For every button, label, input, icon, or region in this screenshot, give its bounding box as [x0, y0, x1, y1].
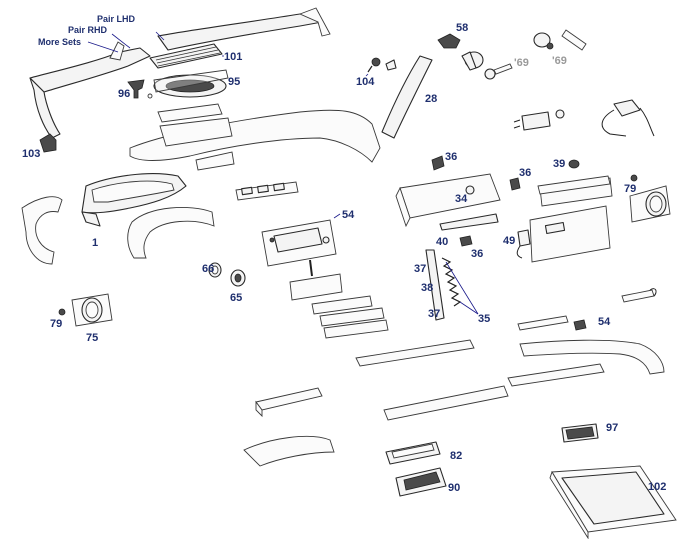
- callout-79-a: 79: [50, 318, 62, 330]
- glovebox-hinge-strip[interactable]: [439, 213, 499, 231]
- callout-79-b: 79: [624, 183, 636, 195]
- switch-module[interactable]: [513, 109, 565, 131]
- glovebox-rod[interactable]: [425, 249, 445, 321]
- switch-blanks[interactable]: [235, 181, 299, 201]
- radio-panel[interactable]: [261, 219, 337, 267]
- callout-101: 101: [224, 51, 242, 63]
- instrument-hood[interactable]: [81, 173, 187, 227]
- lock-knob[interactable]: [568, 159, 580, 169]
- callout-96: 96: [118, 88, 130, 100]
- coin-tray[interactable]: [561, 423, 599, 443]
- air-vent-right[interactable]: [629, 185, 671, 223]
- console-storage-tray[interactable]: [549, 465, 677, 539]
- callout-66: 66: [202, 263, 214, 275]
- callout-69-a: '69: [514, 57, 529, 69]
- clip-36-b[interactable]: [509, 177, 521, 191]
- screw-cap[interactable]: [367, 57, 397, 73]
- note-pair-lhd: Pair LHD: [97, 14, 136, 24]
- knee-pad-right[interactable]: [507, 339, 665, 387]
- vent-screw-left[interactable]: [58, 308, 66, 316]
- door-trim-strip[interactable]: [381, 55, 433, 139]
- callout-34: 34: [455, 193, 468, 205]
- callout-49: 49: [503, 235, 515, 247]
- dash-trim-right[interactable]: [537, 175, 611, 195]
- callout-54-b: 54: [598, 316, 611, 328]
- callout-82: 82: [450, 450, 462, 462]
- callout-65: 65: [230, 292, 242, 304]
- speaker-grille[interactable]: [149, 43, 223, 69]
- knee-pad-left[interactable]: [243, 435, 335, 467]
- switch-knob[interactable]: [437, 33, 461, 49]
- callout-36-b: 36: [519, 167, 531, 179]
- sill-trim-left[interactable]: [255, 387, 323, 418]
- callout-38: 38: [421, 282, 433, 294]
- clip-bracket[interactable]: [39, 133, 57, 153]
- buzzer-wiring[interactable]: [601, 99, 655, 137]
- radio-bracket[interactable]: [289, 259, 343, 301]
- note-more-sets: More Sets: [38, 37, 81, 47]
- glovebox-spring[interactable]: [441, 257, 462, 307]
- vent-screw-right[interactable]: [630, 174, 638, 182]
- speaker[interactable]: [153, 69, 229, 98]
- console-arch[interactable]: [127, 207, 215, 259]
- callout-97: 97: [606, 422, 618, 434]
- ashtray-insert[interactable]: [395, 467, 447, 497]
- callout-104: 104: [356, 76, 375, 88]
- callout-75: 75: [86, 332, 98, 344]
- callout-69-b: '69: [552, 55, 567, 67]
- callout-103: 103: [22, 148, 40, 160]
- trim-strip-upper-right[interactable]: [517, 315, 569, 331]
- callout-95: 95: [228, 76, 240, 88]
- callout-90: 90: [448, 482, 460, 494]
- ashtray-lid[interactable]: [385, 441, 441, 465]
- air-vent-left[interactable]: [71, 293, 113, 327]
- dash-top-pad-lhd[interactable]: [157, 7, 331, 51]
- note-pair-rhd: Pair RHD: [68, 25, 108, 35]
- callout-39: 39: [553, 158, 565, 170]
- clip-36-a[interactable]: [431, 155, 445, 171]
- model-badges[interactable]: [311, 295, 389, 339]
- tray-plate[interactable]: [157, 103, 223, 123]
- ignition-lock-post-69[interactable]: [533, 29, 587, 51]
- clock-knob[interactable]: [230, 269, 246, 287]
- callout-36-c: 36: [471, 248, 483, 260]
- glove-box[interactable]: [395, 173, 501, 228]
- callout-37-a: 37: [414, 263, 426, 275]
- glovebox-stay[interactable]: [621, 288, 657, 303]
- callout-37-b: 37: [428, 308, 440, 320]
- callout-58: 58: [456, 22, 468, 34]
- callout-35: 35: [478, 313, 490, 325]
- dash-top-pad-rhd[interactable]: [29, 41, 151, 139]
- clip-36-c[interactable]: [459, 235, 473, 247]
- trim-ring[interactable]: [208, 262, 222, 278]
- ignition-lock-pre-69[interactable]: [461, 51, 513, 80]
- callout-54-a: 54: [342, 209, 355, 221]
- sill-trim-center[interactable]: [383, 385, 509, 421]
- clip-54-b[interactable]: [573, 319, 587, 331]
- callout-36-a: 36: [445, 151, 457, 163]
- callout-1: 1: [92, 237, 98, 249]
- callout-40: 40: [436, 236, 448, 248]
- knob[interactable]: [127, 79, 145, 99]
- callout-102: 102: [648, 481, 666, 493]
- trim-strip-center[interactable]: [355, 339, 475, 367]
- callout-28: 28: [425, 93, 437, 105]
- dash-shell[interactable]: [129, 109, 381, 171]
- kick-panel-left[interactable]: [21, 196, 63, 265]
